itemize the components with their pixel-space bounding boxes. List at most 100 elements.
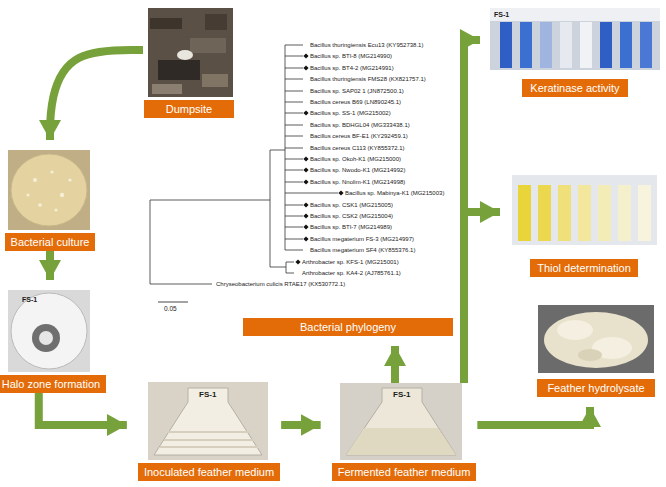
inoculated-flask-photo <box>148 382 268 460</box>
photo-panel: Dumpsite <box>143 8 235 118</box>
bacterial-culture-photo <box>55 209 58 212</box>
step-label: Keratinase activity <box>522 79 628 97</box>
keratinase-tubes-photo <box>490 8 660 70</box>
keratinase-tubes-photo <box>540 22 552 68</box>
thiol-tubes-photo <box>512 175 657 245</box>
inoculated-flask-photo <box>154 388 262 455</box>
taxon-label: Arthrobacter sp. KFS-1 (MG215001) <box>302 258 399 266</box>
keratinase-tubes-photo <box>520 22 532 68</box>
flow-arrow <box>477 407 590 425</box>
dumpsite-photo <box>190 38 226 53</box>
dumpsite-photo <box>177 50 193 60</box>
taxon-label: Bacillus sp. BTI-7 (MG214989) <box>310 223 392 231</box>
inoculated-flask-photo <box>160 432 258 447</box>
flow-arrow <box>464 212 500 383</box>
thiol-tubes-photo <box>518 185 531 241</box>
sample-tag: FS-1 <box>199 390 216 400</box>
taxon-label: Bacillus sp. BTI-8 (MG214990) <box>310 52 392 60</box>
taxon-label: Bacillus thuringiensis FMS28 (KX821757.1… <box>310 75 426 83</box>
label-box: Bacterial phylogeny <box>242 316 454 336</box>
taxon-label: Bacillus sp. Mabinya-K1 (MG215003) <box>345 189 444 197</box>
thiol-tubes-photo <box>558 185 571 241</box>
bacterial-culture-photo <box>60 193 64 197</box>
dumpsite-photo <box>152 84 182 94</box>
thiol-tubes-photo <box>618 185 631 241</box>
feather-hydrolysate-photo <box>557 320 593 340</box>
bacterial-culture-photo <box>33 178 37 182</box>
bacterial-culture-photo <box>8 150 90 230</box>
sample-tag: FS-1 <box>393 390 410 400</box>
dumpsite-photo <box>202 74 228 87</box>
halo-plate-photo <box>8 290 90 372</box>
scale-bar <box>158 302 188 303</box>
scale-label: 0.05 <box>164 305 177 313</box>
sample-tag: FS-1 <box>22 295 37 304</box>
taxon-label: Bacillus thuringiensis Ecu13 (KY952738.1… <box>310 41 423 49</box>
flow-arrow <box>50 50 143 140</box>
keratinase-tubes-photo <box>490 8 660 70</box>
taxon-label: Arthrobacter sp. KA4-2 (AJ785761.1) <box>302 269 401 277</box>
isolate-diamond <box>303 53 308 58</box>
taxon-label: Bacillus cereus C113 (KY855372.1) <box>310 144 405 152</box>
step-label: Dumpsite <box>144 100 234 118</box>
bacterial-culture-photo <box>8 150 90 230</box>
inoculated-flask-photo <box>148 382 268 460</box>
taxon-label: Chryseobacterium culicis RTAE17 (KX53077… <box>216 280 345 288</box>
photo-panel: Bacterial culture <box>4 150 97 251</box>
halo-plate-photo <box>32 324 60 352</box>
keratinase-tubes-photo <box>600 22 612 68</box>
isolate-diamond <box>303 224 308 229</box>
isolate-diamond <box>303 110 308 115</box>
sample-tag: FS-1 <box>494 10 509 19</box>
bacterial-culture-photo <box>11 154 87 226</box>
taxon-label: Bacillus sp. SS-1 (MG215002) <box>310 109 391 117</box>
scale-bar <box>158 302 188 303</box>
taxon-label: Bacillus cereus B69 (LN890245.1) <box>310 98 401 106</box>
bacterial-culture-photo <box>27 194 30 197</box>
phylogenetic-tree <box>150 45 294 284</box>
feather-hydrolysate-photo <box>538 305 654 373</box>
step-label: Bacterial phylogeny <box>243 318 453 336</box>
thiol-tubes-photo <box>538 185 551 241</box>
keratinase-tubes-photo <box>580 22 592 68</box>
isolate-diamond <box>303 202 308 207</box>
isolate-diamond <box>303 179 308 184</box>
keratinase-tubes-photo <box>640 22 652 68</box>
fermented-flask-photo <box>346 428 456 455</box>
fermented-flask-photo <box>340 383 462 460</box>
photo-panel: Keratinase activity <box>490 8 660 97</box>
halo-plate-photo <box>39 331 53 345</box>
halo-plate-photo <box>11 293 87 369</box>
taxon-label: Bacillus megaterium FS-3 (MG214997) <box>310 235 414 243</box>
taxon-label: Bacillus sp. CSK1 (MG215005) <box>310 201 393 209</box>
feather-hydrolysate-photo <box>544 312 648 368</box>
photo-panel: Thiol determination <box>510 175 658 277</box>
dumpsite-photo <box>150 18 182 29</box>
bacterial-culture-photo <box>50 170 53 173</box>
taxon-label: Bacillus sp. SAP02 1 (JN872500.1) <box>310 87 404 95</box>
taxon-label: Bacillus sp. CSK2 (MG215004) <box>310 212 393 220</box>
step-label: Fermented feather medium <box>332 463 477 481</box>
isolate-diamond <box>303 236 308 241</box>
step-label: Feather hydrolysate <box>537 379 655 397</box>
photo-panel: Halo zone formation <box>0 290 107 393</box>
dumpsite-photo <box>148 8 233 97</box>
isolate-diamond <box>303 167 308 172</box>
flow-arrow <box>281 421 321 429</box>
photo-panel: Feather hydrolysate <box>536 305 656 397</box>
keratinase-tubes-photo <box>620 22 632 68</box>
isolate-diamond <box>303 156 308 161</box>
step-label: Thiol determination <box>530 259 638 277</box>
step-label: Bacterial culture <box>5 233 96 251</box>
thiol-tubes-photo <box>512 175 657 245</box>
flow-arrow <box>39 393 127 425</box>
bacterial-culture-photo <box>68 178 71 181</box>
bacterial-culture-photo <box>38 203 42 207</box>
dumpsite-photo <box>205 14 227 30</box>
thiol-tubes-photo <box>638 185 651 241</box>
fermented-flask-photo <box>340 383 462 460</box>
feather-hydrolysate-photo <box>578 349 602 361</box>
isolate-diamond <box>303 213 308 218</box>
